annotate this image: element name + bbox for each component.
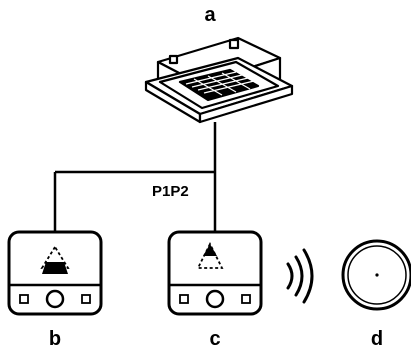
left-button-icon	[179, 294, 189, 304]
dial-icon	[205, 289, 225, 309]
wiring	[53, 122, 217, 232]
wired-remote-controller-c	[167, 230, 263, 316]
bus-label: P1P2	[152, 183, 189, 200]
label-b: b	[49, 328, 61, 350]
right-button-icon	[241, 294, 251, 304]
cooling-mode-icon	[196, 241, 224, 269]
wireless-signal-icon	[286, 248, 314, 304]
wired-remote-controller-b	[7, 230, 103, 316]
label-a: a	[204, 4, 216, 26]
label-c: c	[209, 328, 220, 350]
label-d: d	[371, 328, 383, 350]
ceiling-cassette-icon	[144, 36, 294, 124]
right-button-icon	[81, 294, 91, 304]
cooling-mode-icon	[40, 245, 70, 274]
wireless-remote-controller-d	[341, 239, 411, 311]
dial-icon	[45, 289, 65, 309]
left-button-icon	[19, 294, 29, 304]
